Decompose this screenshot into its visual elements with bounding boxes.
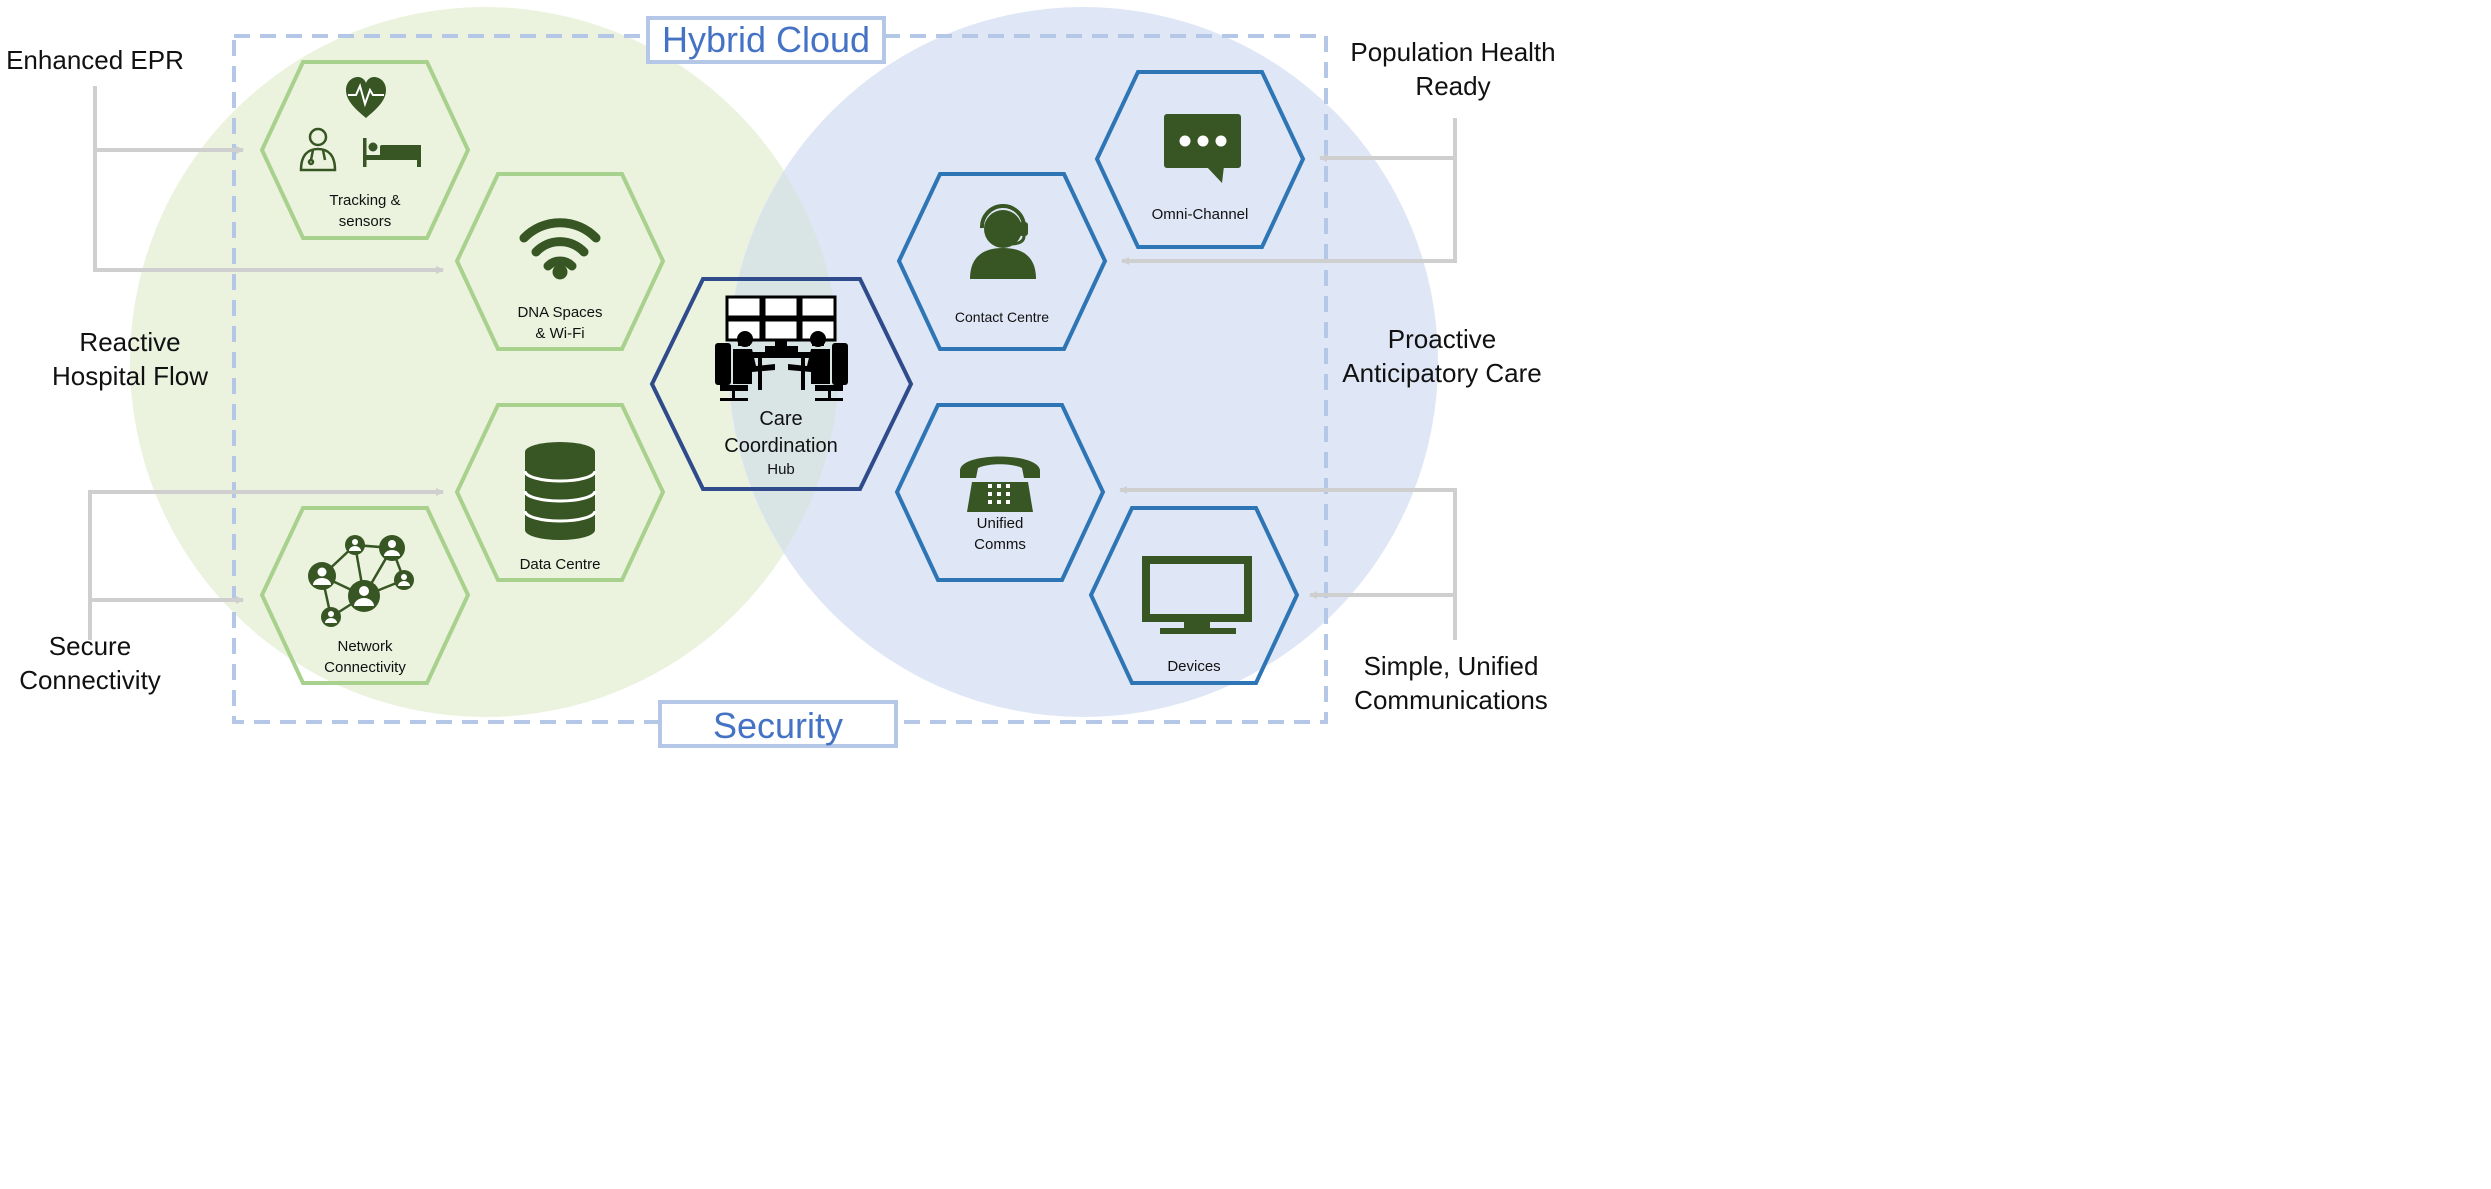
simple-communications-label: Simple, Unified Communications [1334,650,1568,718]
tracking-sensors-label: Tracking & sensors [300,190,430,232]
doctor-icon [299,127,337,172]
reactive-label-line1: Reactive [79,327,181,357]
simple-label-line2: Communications [1354,684,1548,715]
dna-label-line2: & Wi-Fi [535,325,585,342]
network-label-line2: Connectivity [324,659,406,676]
dna-label-line1: DNA Spaces [517,304,603,321]
telephone-icon [960,456,1040,512]
omni-label-line1: Omni-Channel [1151,206,1249,223]
wifi-icon [519,218,601,280]
network-people-icon [308,535,414,627]
left-connectors [88,86,444,640]
unified-label-line1: Unified [976,515,1024,532]
secure-label-line1: Secure [48,631,132,661]
reactive-circle [130,7,840,717]
unified-comms-label: Unified Comms [935,513,1065,555]
network-label-line1: Network [337,638,393,655]
security-title: Security [658,700,898,748]
simple-label-line1: Simple, Unified [1363,651,1539,681]
tracking-label-line2: sensors [338,213,392,230]
heart-pulse-icon [346,77,386,118]
proactive-label-line1: Proactive [1387,324,1497,354]
overlap-region [728,172,840,552]
secure-connectivity-label: Secure Connectivity [0,630,180,698]
reactive-hospital-flow-label: Reactive Hospital Flow [30,326,230,394]
secure-label-line2: Connectivity [19,664,161,695]
control-room-icon [715,295,848,401]
tracking-label-line1: Tracking & [329,192,401,209]
hospital-bed-icon [363,138,421,167]
contact-centre-label: Contact Centre [937,308,1067,328]
omni-channel-hexagon [1094,70,1306,249]
contact-centre-hexagon [896,172,1108,351]
contact-label-line1: Contact Centre [954,309,1050,325]
devices-hexagon [1088,506,1300,685]
omni-channel-label: Omni-Channel [1135,204,1265,225]
architecture-diagram [88,7,1457,724]
reactive-label-line2: Hospital Flow [51,360,209,391]
devices-label-line1: Devices [1167,658,1221,675]
hub-label-line2: Coordination [724,435,838,457]
unified-comms-hexagon [894,403,1106,582]
unified-label-line2: Comms [974,536,1026,553]
chat-bubble-icon [1164,114,1241,183]
care-hub-hexagon [649,277,914,491]
monitor-icon [1142,556,1252,634]
tracking-hexagon [259,60,471,240]
dna-spaces-label: DNA Spaces & Wi-Fi [495,302,625,344]
right-connectors [1119,118,1457,640]
devices-label: Devices [1129,656,1259,677]
hub-label-line1: Care [759,408,803,430]
proactive-circle [728,7,1438,717]
headset-agent-icon [970,204,1036,279]
hub-label-line3: Hub [767,461,795,478]
population-label-line1: Population Health [1350,37,1556,67]
dna-spaces-hexagon [454,172,666,351]
data-centre-label-line1: Data Centre [519,556,601,573]
population-label-line2: Ready [1415,70,1491,101]
network-hexagon [259,506,471,685]
data-centre-label: Data Centre [495,554,625,575]
database-icon [523,442,597,540]
data-centre-hexagon [454,403,666,582]
population-health-label: Population Health Ready [1338,36,1568,104]
care-hub-label: Care Coordination Hub [700,406,862,480]
proactive-care-label: Proactive Anticipatory Care [1326,323,1558,391]
network-connectivity-label: Network Connectivity [300,636,430,678]
hexagons [259,60,1306,685]
proactive-label-line2: Anticipatory Care [1342,357,1542,388]
enhanced-epr-label: Enhanced EPR [6,45,184,75]
hybrid-cloud-title: Hybrid Cloud [646,16,886,64]
